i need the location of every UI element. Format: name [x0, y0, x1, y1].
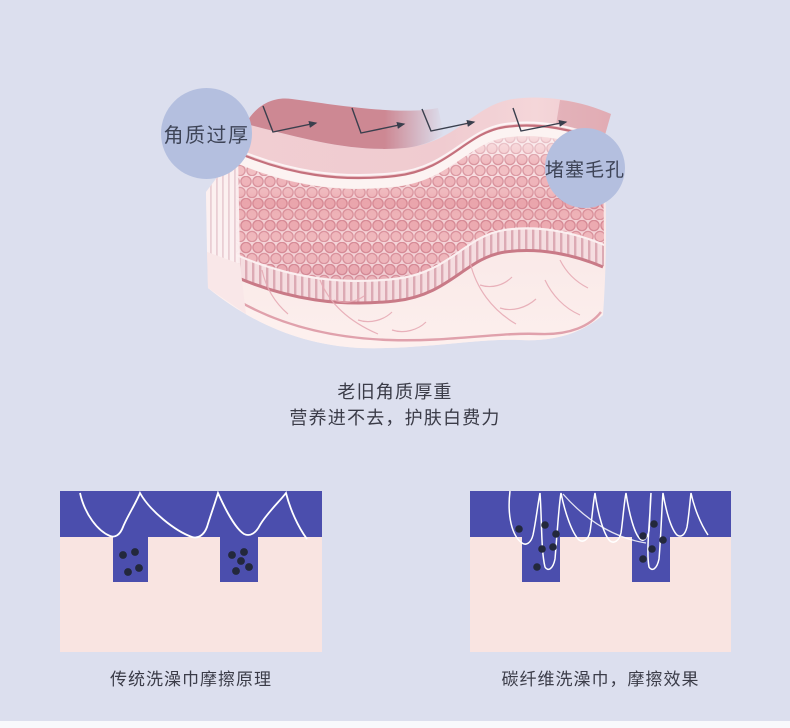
lower-vessel-line [223, 291, 602, 342]
basal-stripe-layer [236, 229, 604, 303]
skin-layers-illustration [185, 95, 615, 365]
diagram-traditional-towel-art [60, 490, 322, 652]
badge-left-text: 角质过厚 [163, 125, 250, 147]
skin-cross-section [206, 97, 611, 349]
blood-vessels [261, 259, 589, 335]
pore-slot-2 [632, 537, 670, 582]
towel-layer [60, 491, 322, 537]
diagram-right-label: 碳纤维洗澡巾，摩擦效果 [501, 670, 700, 689]
caption-line1: 老旧角质厚重 [337, 382, 453, 402]
badge-clogged-pores: 堵塞毛孔 [545, 128, 625, 208]
bead-bottom-line [235, 227, 605, 283]
badge-right-text: 堵塞毛孔 [545, 159, 626, 181]
diagram-carbon-fiber-towel-art [470, 490, 731, 652]
surface-edge-line [235, 124, 604, 180]
diagram-left-label: 传统洗澡巾摩擦原理 [110, 670, 272, 689]
rose-patch [246, 98, 444, 149]
friction-arrows [262, 105, 568, 134]
caption-block: 老旧角质厚重 营养进不去，护肤白费力 [0, 379, 790, 431]
diagram-carbon-fiber-towel: 碳纤维洗澡巾，摩擦效果 [470, 490, 731, 689]
bottom-strip [0, 721, 790, 728]
dermis-top-line [235, 249, 604, 305]
badge-thick-keratin: 角质过厚 [161, 88, 252, 179]
pore-slot-1 [113, 537, 148, 582]
towel-fibers [79, 490, 308, 540]
diagram-traditional-towel: 传统洗澡巾摩擦原理 [60, 490, 322, 689]
skin-top-surface [236, 97, 611, 179]
dermis-bottom-light [208, 288, 603, 349]
left-cut-face-lower [207, 252, 246, 314]
left-cut-face-striped [206, 150, 240, 264]
cream-band [234, 127, 605, 189]
dirt-dots [119, 548, 253, 576]
dirt-dots [515, 520, 667, 571]
cell-bead-tint [236, 136, 604, 282]
caption-line2: 营养进不去，护肤白费力 [289, 408, 501, 428]
